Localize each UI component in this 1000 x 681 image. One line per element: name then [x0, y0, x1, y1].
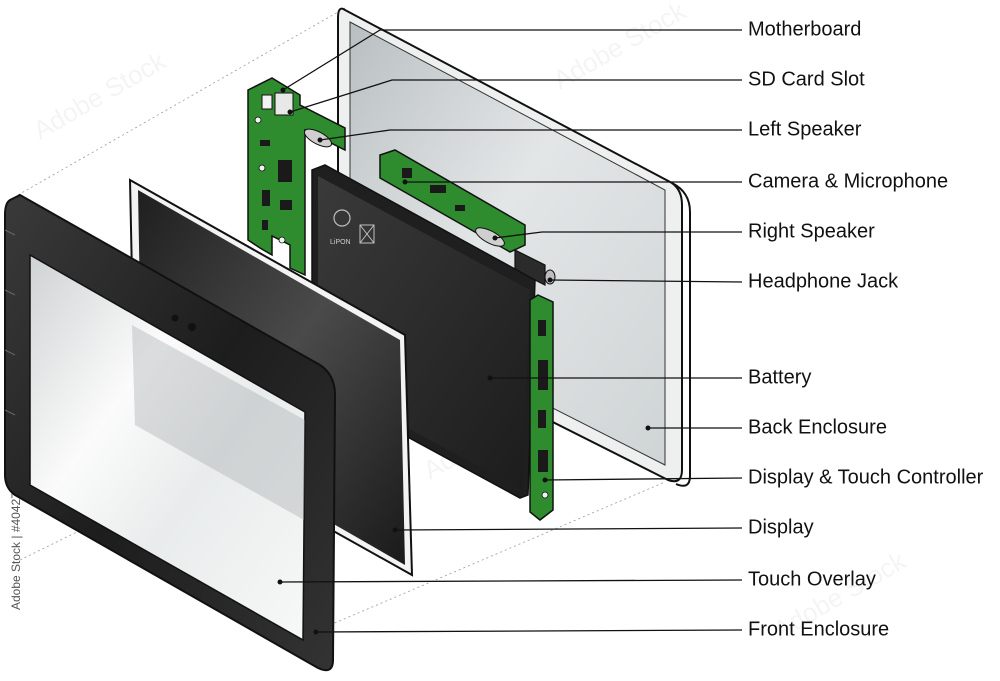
label-right-speaker: Right Speaker — [748, 220, 875, 242]
label-battery: Battery — [748, 366, 811, 388]
battery-brand: LiPON — [330, 239, 351, 246]
label-display: Display — [748, 516, 814, 538]
label-front-enclosure: Front Enclosure — [748, 618, 889, 640]
display-touch-controller — [529, 294, 554, 521]
label-back-enclosure: Back Enclosure — [748, 416, 887, 438]
watermark-brand: Adobe Stock — [28, 45, 172, 145]
label-display-touch-controller: Display & Touch Controller — [748, 466, 984, 488]
watermark-side-text: Adobe Stock | #404276756 — [9, 465, 23, 610]
leader-lines — [277, 29, 743, 635]
front-enclosure — [4, 193, 337, 672]
label-headphone-jack: Headphone Jack — [748, 270, 899, 292]
motherboard — [247, 77, 346, 277]
callout-labels: Motherboard SD Card Slot Left Speaker Ca… — [748, 18, 984, 640]
label-camera-microphone: Camera & Microphone — [748, 170, 948, 192]
label-motherboard: Motherboard — [748, 18, 861, 40]
label-touch-overlay: Touch Overlay — [748, 568, 876, 590]
label-left-speaker: Left Speaker — [748, 118, 862, 140]
watermark-brand: Adobe Stock — [548, 0, 692, 95]
label-sd-card-slot: SD Card Slot — [748, 68, 865, 90]
camera-speaker-board — [379, 149, 556, 286]
